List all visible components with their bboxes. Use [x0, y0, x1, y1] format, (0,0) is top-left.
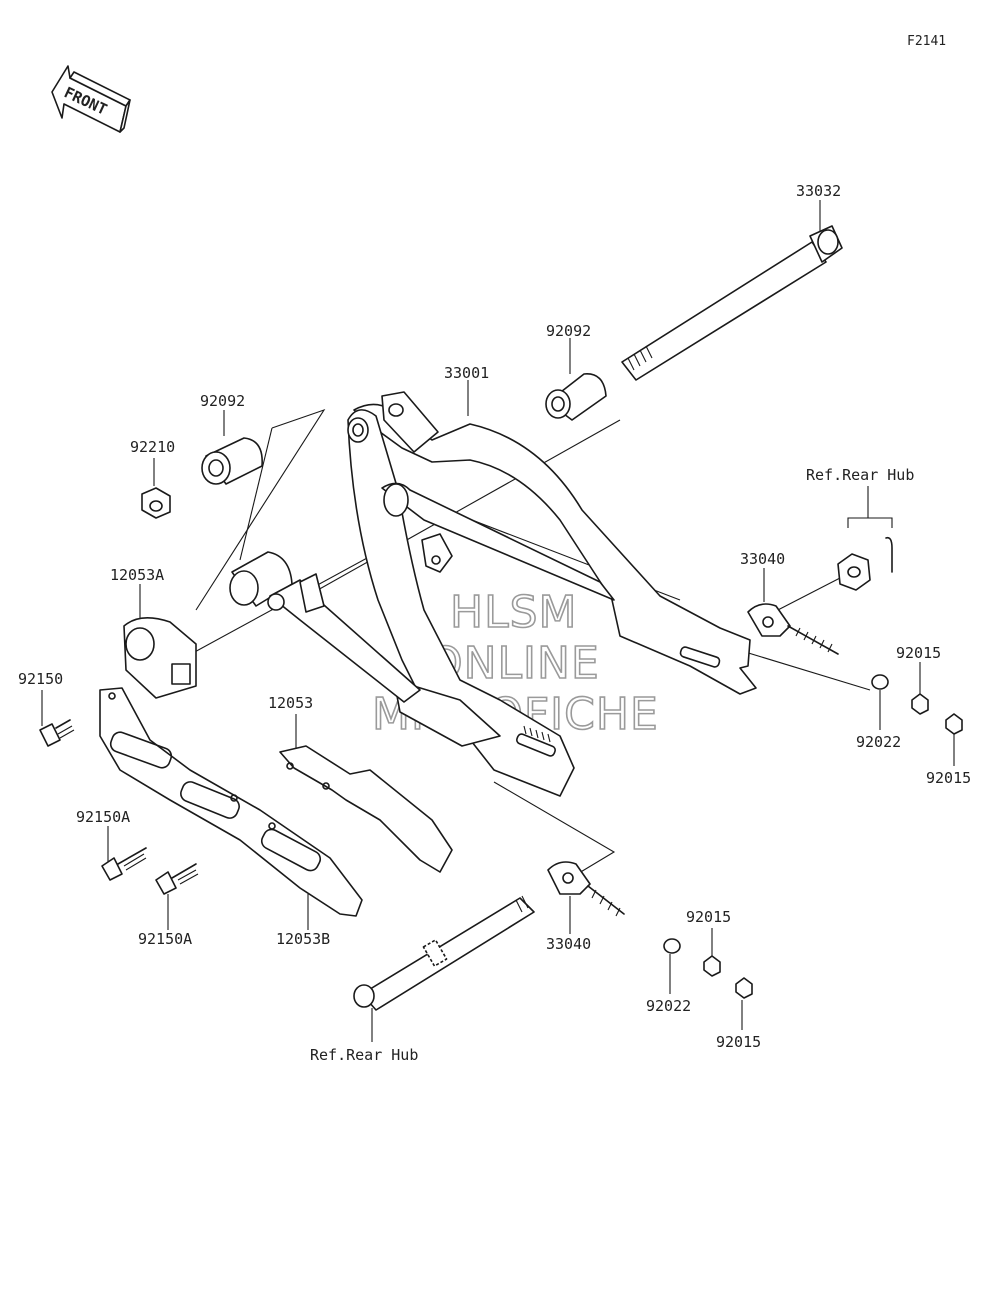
watermark-line-1: HLSM [450, 587, 578, 638]
label-92092-right: 92092 [546, 322, 591, 340]
label-ref-rear-hub-top: Ref.Rear Hub [806, 466, 914, 484]
nut-92210 [141, 458, 171, 519]
label-92150A-top: 92150A [76, 808, 130, 826]
label-92092-left: 92092 [200, 392, 245, 410]
bolt-92150 [39, 690, 75, 747]
label-92015-right-1: 92015 [896, 644, 941, 662]
chain-adjuster-33040-top [747, 568, 839, 655]
label-ref-rear-hub-bottom: Ref.Rear Hub [310, 1046, 418, 1064]
collar-92092-right [545, 338, 607, 421]
label-12053A: 12053A [110, 566, 164, 584]
label-12053B: 12053B [276, 930, 330, 948]
front-arrow-icon: FRONT [51, 65, 131, 133]
swingarm-left-pivot [229, 551, 421, 703]
label-92022-top: 92022 [856, 733, 901, 751]
chain-adjuster-33040-bottom [547, 861, 625, 934]
nut-92015-bottom-2 [735, 977, 753, 1030]
label-33032: 33032 [796, 182, 841, 200]
label-92015-bottom-2: 92015 [716, 1033, 761, 1051]
label-33001: 33001 [444, 364, 489, 382]
label-92015-right-2: 92015 [926, 769, 971, 787]
label-92150A-bottom: 92150A [138, 930, 192, 948]
chain-case-12053B [99, 687, 363, 930]
label-92022-bottom: 92022 [646, 997, 691, 1015]
nut-92015-right-2 [945, 713, 963, 766]
pivot-shaft-33032 [621, 200, 843, 381]
label-12053: 12053 [268, 694, 313, 712]
nut-92015-right-1 [911, 662, 929, 715]
chain-guide-12053A [123, 584, 197, 699]
label-33040-bottom: 33040 [546, 935, 591, 953]
washer-92022-top [871, 674, 889, 730]
collar-92092-left [201, 410, 263, 485]
label-92015-bottom-1: 92015 [686, 908, 731, 926]
rear-axle-bottom [353, 895, 535, 1042]
chain-guide-12053 [279, 714, 453, 873]
label-92150: 92150 [18, 670, 63, 688]
bolt-92150A-upper [101, 826, 147, 881]
washer-92022-bottom [663, 938, 681, 994]
nut-92015-bottom-1 [703, 928, 721, 977]
label-92210: 92210 [130, 438, 175, 456]
diagram-code: F2141 [907, 34, 946, 49]
rear-hub-nut-top [837, 486, 893, 591]
swingarm-33001 [347, 380, 757, 797]
label-33040-top: 33040 [740, 550, 785, 568]
bolt-92150A-lower [155, 863, 199, 930]
part-labels: 33032 92092 33001 92092 92210 Ref.Rear H… [18, 182, 971, 1064]
